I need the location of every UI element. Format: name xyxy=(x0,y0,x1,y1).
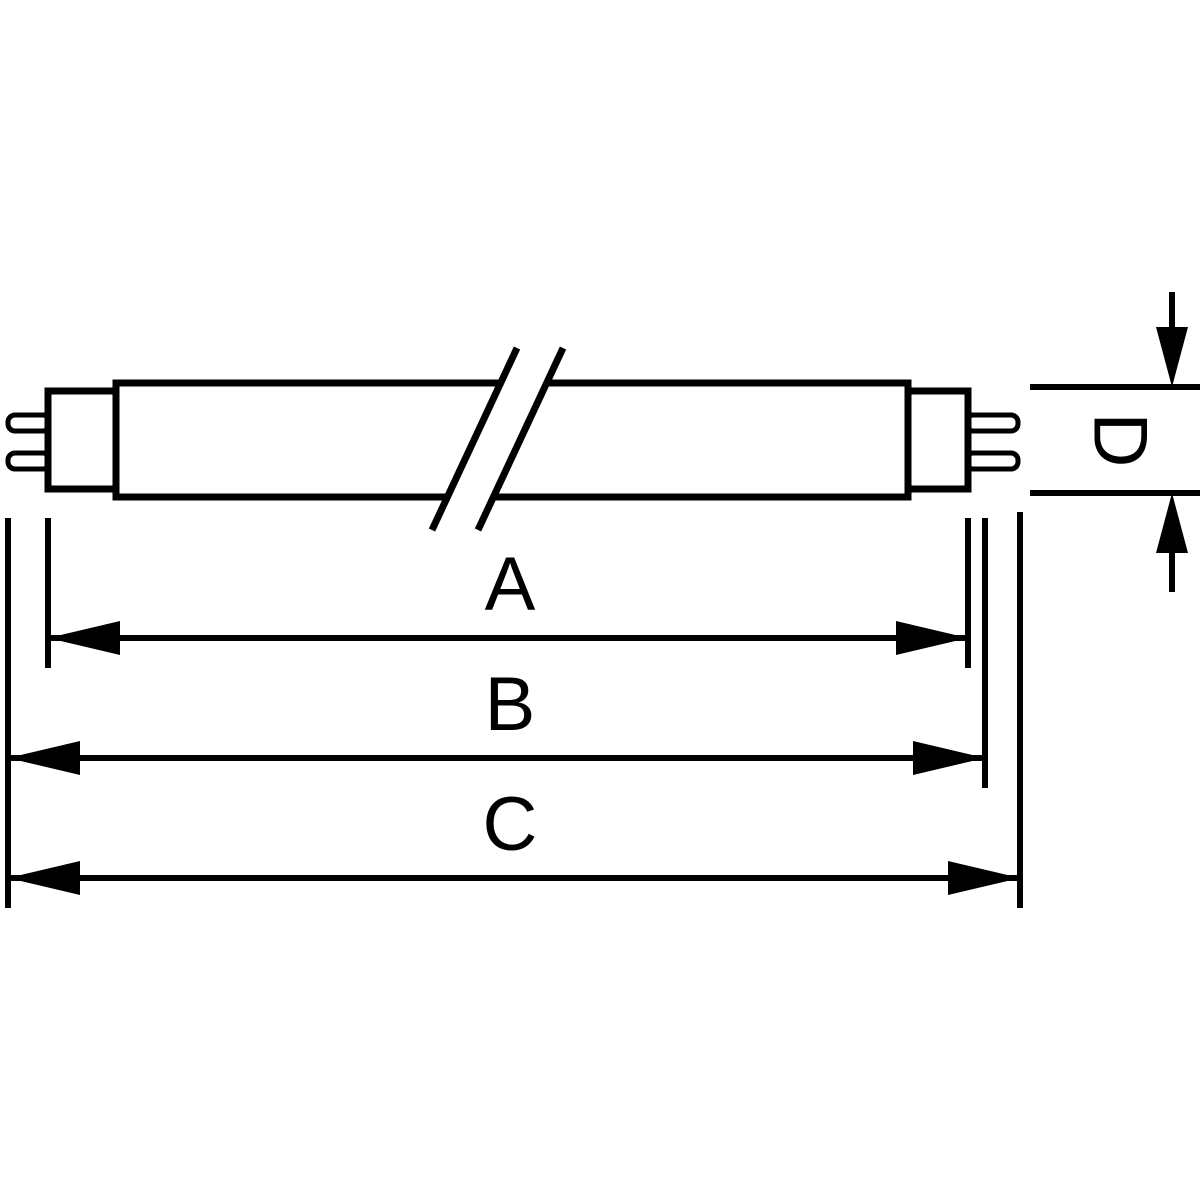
arrowhead-left xyxy=(48,621,120,655)
pin-right-top xyxy=(963,412,1021,434)
dimension-d-label: D xyxy=(1078,413,1163,468)
end-cap-right xyxy=(904,387,972,493)
end-cap-left xyxy=(44,387,120,493)
break-gap xyxy=(432,348,563,530)
dimension-a: A xyxy=(45,518,971,668)
fluorescent-tube xyxy=(5,346,1021,532)
arrowhead-right xyxy=(913,741,985,775)
dimension-c-label: C xyxy=(483,782,538,867)
pin-left-top xyxy=(5,412,53,434)
arrowhead-left xyxy=(8,861,80,895)
dimension-b-label: B xyxy=(485,662,536,747)
arrowhead-down xyxy=(1156,327,1188,387)
dimension-c: C xyxy=(8,512,1023,908)
pin-right-bottom xyxy=(963,450,1021,472)
break-slash-right xyxy=(474,346,567,532)
dimension-d: D xyxy=(1030,292,1200,592)
arrowhead-left xyxy=(8,741,80,775)
break-slash-left xyxy=(428,346,521,532)
dimension-a-label: A xyxy=(485,542,536,627)
tube-break-symbol xyxy=(428,346,567,532)
dimension-b: B xyxy=(8,518,988,788)
arrowhead-right xyxy=(948,861,1020,895)
pin-left-bottom xyxy=(5,450,53,472)
arrowhead-right xyxy=(896,621,968,655)
arrowhead-up xyxy=(1156,493,1188,553)
